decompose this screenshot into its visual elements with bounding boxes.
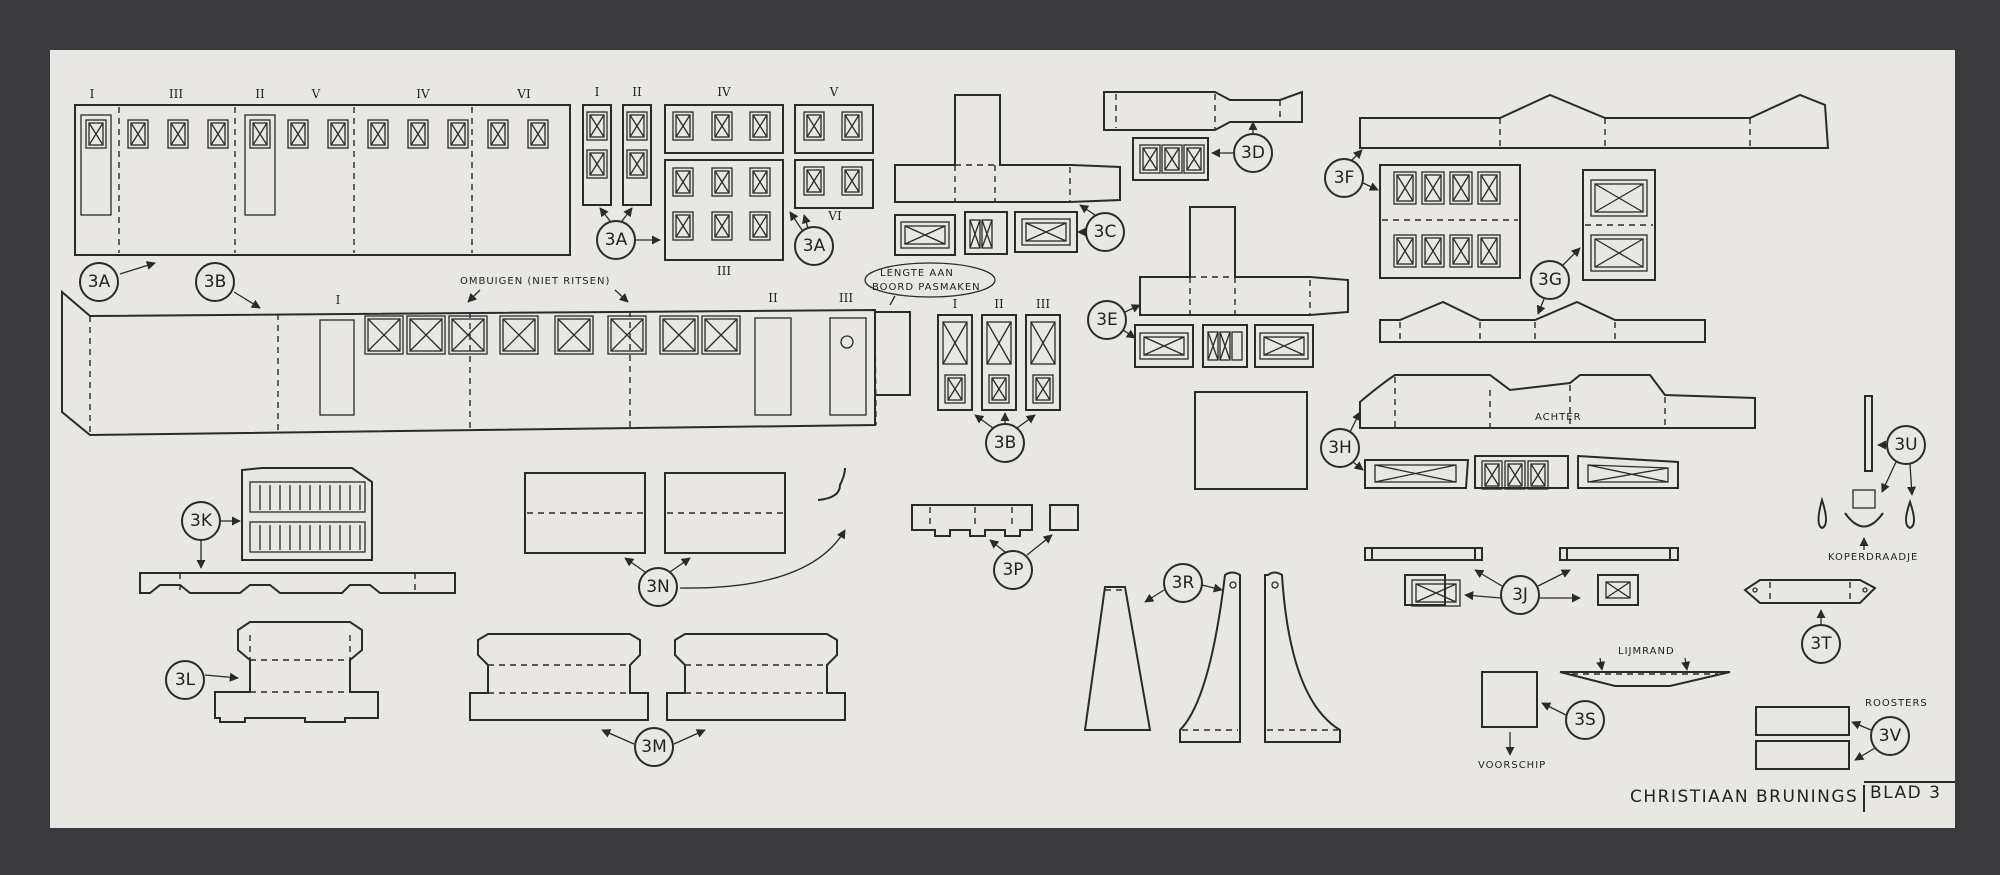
- part-3s: LIJMRAND VOORSCHIP: [1478, 646, 1731, 771]
- label-3h: 3H: [1328, 438, 1352, 458]
- numeral: VI: [516, 87, 531, 101]
- lengte-note-2: BOORD PASMAKEN: [872, 282, 981, 293]
- numeral: IV: [416, 87, 430, 101]
- numeral: III: [839, 291, 853, 305]
- part-3r: [1083, 571, 1341, 743]
- part-3b-small-panels: I II III: [937, 297, 1061, 411]
- numeral: II: [255, 87, 265, 101]
- label-3g: 3G: [1538, 270, 1562, 290]
- numeral: II: [768, 291, 778, 305]
- part-3p: [911, 504, 1079, 537]
- lijmrand-label: LIJMRAND: [1618, 646, 1675, 657]
- part-3j: [1364, 547, 1679, 607]
- drawing-sheet: I III II V IV VI I II IV V VI III: [50, 50, 1955, 828]
- label-3a: 3A: [605, 230, 628, 250]
- label-3m: 3M: [641, 737, 666, 757]
- lengte-note-1: LENGTE AAN: [880, 268, 954, 279]
- part-3a-small-panels: I II IV V VI III: [582, 85, 874, 278]
- label-3v: 3V: [1879, 726, 1902, 746]
- numeral: V: [829, 85, 839, 99]
- numeral: I: [595, 85, 600, 99]
- label-3d: 3D: [1241, 143, 1265, 163]
- achter-label: ACHTER: [1535, 412, 1582, 423]
- part-3m: [469, 633, 846, 721]
- label-3j: 3J: [1512, 585, 1528, 605]
- numeral: II: [632, 85, 642, 99]
- roosters-label: ROOSTERS: [1865, 698, 1928, 709]
- part-3d: [1103, 90, 1303, 181]
- label-3c: 3C: [1094, 222, 1117, 242]
- voorschip-label: VOORSCHIP: [1478, 760, 1546, 771]
- part-3a-strip: [74, 104, 571, 256]
- label-3s: 3S: [1574, 710, 1596, 730]
- part-3g: [1379, 169, 1706, 343]
- numeral: III: [717, 264, 731, 278]
- label-3e: 3E: [1096, 310, 1118, 330]
- part-3k: [139, 467, 456, 594]
- numeral: III: [1036, 297, 1050, 311]
- part-3t: [1743, 579, 1877, 604]
- numeral: I: [953, 297, 958, 311]
- label-3k: 3K: [190, 511, 213, 531]
- label-3f: 3F: [1334, 168, 1355, 188]
- label-3a: 3A: [88, 272, 111, 292]
- part-3u: KOPERDRAADJE: [1817, 395, 1918, 563]
- numeral: I: [336, 293, 341, 307]
- part-3h: ACHTER: [1194, 374, 1756, 490]
- numeral: III: [169, 87, 183, 101]
- label-3n: 3N: [646, 577, 670, 597]
- part-3e: [1134, 206, 1349, 368]
- part-3n: [524, 467, 846, 589]
- label-3r: 3R: [1172, 573, 1195, 593]
- sheet-id: BLAD 3: [1870, 783, 1941, 803]
- parts-diagram: I III II V IV VI I II IV V VI III: [61, 85, 1955, 812]
- numeral: II: [994, 297, 1004, 311]
- label-3l: 3L: [175, 670, 196, 690]
- ombuigen-note: OMBUIGEN (NIET RITSEN): [460, 276, 610, 287]
- numeral: IV: [717, 85, 731, 99]
- roman-numerals-3a: I III II V IV VI: [90, 87, 531, 101]
- numeral: VI: [827, 209, 842, 223]
- part-3c: [894, 94, 1121, 256]
- label-3u: 3U: [1894, 435, 1917, 455]
- label-3b: 3B: [204, 272, 226, 292]
- title-block: CHRISTIAAN BRUNINGS BLAD 3: [1630, 781, 1955, 812]
- part-3v: ROOSTERS: [1755, 698, 1928, 770]
- numeral: V: [311, 87, 321, 101]
- label-3a: 3A: [803, 236, 826, 256]
- label-3t: 3T: [1810, 634, 1832, 654]
- label-3b: 3B: [994, 433, 1016, 453]
- signature: CHRISTIAAN BRUNINGS: [1630, 787, 1858, 807]
- koperdraadje-label: KOPERDRAADJE: [1828, 552, 1918, 563]
- numeral: I: [90, 87, 95, 101]
- part-3f: [1359, 93, 1830, 279]
- part-3b-strip: I II III OMBUIGEN (NIET RITSEN) LENGTE A…: [61, 262, 996, 437]
- callouts: 3A 3B 3A 3A 3C 3D 3E 3F 3G 3H 3B 3K 3L 3…: [79, 121, 1926, 767]
- part-3l: [214, 621, 379, 723]
- label-3p: 3P: [1002, 560, 1023, 580]
